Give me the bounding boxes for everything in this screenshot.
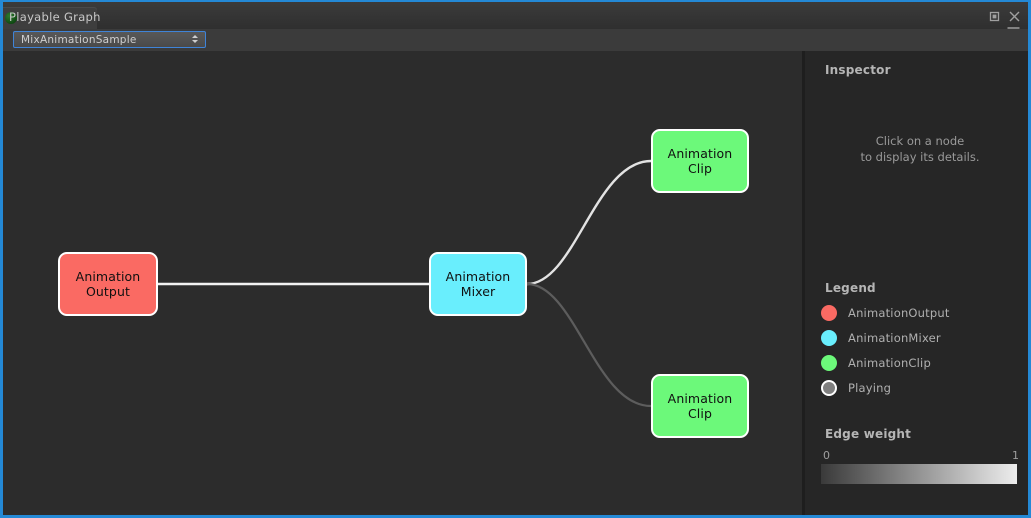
node-animation-clip-top[interactable]: Animation Clip	[651, 129, 749, 193]
graph-selector-dropdown[interactable]: MixAnimationSample	[13, 31, 206, 48]
node-animation-mixer[interactable]: Animation Mixer	[429, 252, 527, 316]
legend-swatch-playing	[821, 380, 837, 396]
node-clip-top-label-1: Animation	[667, 146, 733, 161]
restore-window-icon[interactable]	[989, 7, 1000, 26]
legend-label-animation-mixer: AnimationMixer	[848, 331, 941, 345]
legend-swatch-animation-clip	[821, 355, 837, 371]
window-titlebar: Playable Graph	[3, 2, 1028, 36]
window-controls	[989, 7, 1020, 26]
legend-item-animation-clip: AnimationClip	[821, 355, 931, 371]
green-dot-icon	[5, 12, 17, 24]
legend-label-playing: Playing	[848, 381, 892, 395]
inspector-hint: Click on a node to display its details.	[825, 133, 1015, 165]
legend-label-animation-clip: AnimationClip	[848, 356, 931, 370]
graph-canvas[interactable]: Animation Output Animation Mixer Animati…	[3, 51, 802, 515]
graph-edges	[158, 159, 652, 408]
node-clip-bot-label-1: Animation	[667, 391, 733, 406]
node-mixer-label-2: Mixer	[460, 284, 496, 299]
legend-swatch-animation-output	[821, 305, 837, 321]
tab-playable-graph[interactable]: Playable Graph	[3, 7, 100, 29]
edge-weight-min-label: 0	[823, 449, 830, 462]
inspector-sidebar: Inspector Click on a node to display its…	[805, 51, 1028, 515]
legend-title: Legend	[825, 281, 876, 295]
legend-label-animation-output: AnimationOutput	[848, 306, 950, 320]
legend-item-animation-output: AnimationOutput	[821, 305, 950, 321]
edge-weight-gradient-bar	[821, 464, 1017, 484]
node-animation-clip-bottom[interactable]: Animation Clip	[651, 374, 749, 438]
edge-weight-scale: 0 1	[823, 449, 1019, 462]
tab-label: Playable Graph	[9, 10, 101, 24]
edge-weight-title: Edge weight	[825, 427, 912, 441]
edge-mixer-clip-top	[526, 159, 652, 286]
legend-item-animation-mixer: AnimationMixer	[821, 330, 941, 346]
node-clip-bot-label-2: Clip	[687, 406, 712, 421]
node-output-label-2: Output	[85, 284, 130, 299]
node-animation-output[interactable]: Animation Output	[58, 252, 158, 316]
inspector-hint-line-2: to display its details.	[860, 150, 980, 164]
graph-toolbar: MixAnimationSample	[3, 29, 1028, 52]
edge-mixer-clip-bottom	[526, 282, 652, 408]
legend-swatch-animation-mixer	[821, 330, 837, 346]
node-output-label-1: Animation	[75, 269, 141, 284]
legend-item-playing: Playing	[821, 380, 891, 396]
graph-selector-value: MixAnimationSample	[21, 34, 137, 46]
edge-weight-max-label: 1	[1012, 449, 1019, 462]
inspector-title: Inspector	[825, 63, 891, 77]
node-mixer-label-1: Animation	[445, 269, 511, 284]
close-window-icon[interactable]	[1009, 7, 1020, 26]
panel-divider[interactable]	[802, 51, 805, 515]
node-clip-top-label-2: Clip	[687, 161, 712, 176]
inspector-hint-line-1: Click on a node	[875, 134, 965, 148]
updown-arrows-icon	[192, 35, 198, 43]
